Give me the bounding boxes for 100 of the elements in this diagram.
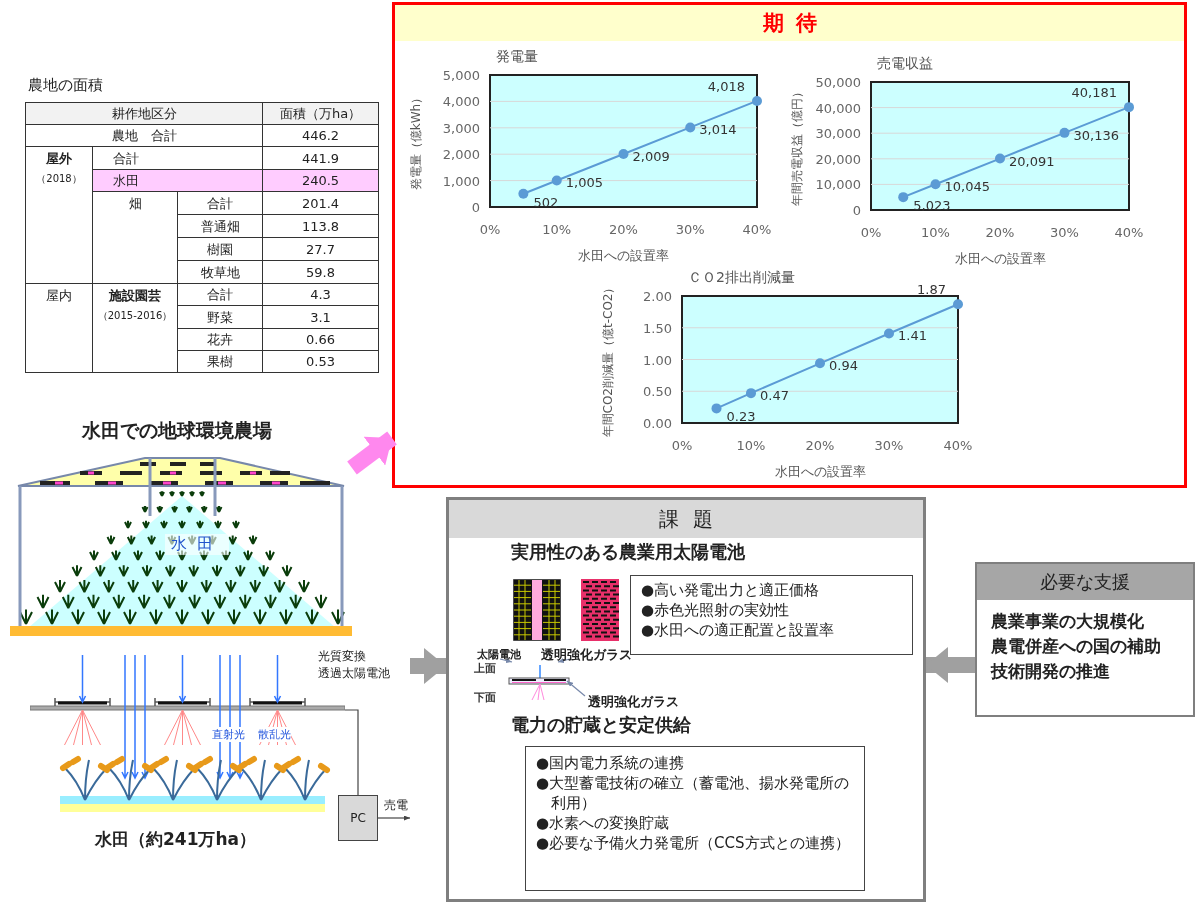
table-cell: 普通畑 — [177, 214, 262, 237]
data-label: 0.47 — [760, 388, 789, 404]
axis-tick-label: 30% — [1050, 225, 1079, 240]
axis-tick-label: 2.00 — [643, 289, 672, 304]
leader-line — [557, 658, 571, 663]
table-cell: 面積（万ha） — [262, 102, 378, 124]
table-title: 農地の面積 — [28, 76, 103, 95]
data-label: 1,005 — [565, 175, 603, 191]
year-note: （2015-2016） — [96, 309, 174, 323]
data-label: 1.87 — [917, 282, 946, 298]
table-cell: 野菜 — [177, 305, 262, 328]
support-item: 農業事業の大規模化 — [991, 610, 1144, 633]
bullet-item: ●赤色光照射の実効性 — [641, 600, 791, 620]
axis-tick-label: 1.00 — [643, 352, 672, 368]
chart-title: 発電量 — [496, 48, 538, 64]
axis-tick-label: 0.50 — [643, 384, 672, 400]
axis-tick-label: 1.50 — [643, 320, 672, 336]
block-arrow — [926, 647, 975, 683]
table-cell: 畑 — [92, 191, 177, 283]
axis-tick-label: 4,000 — [442, 94, 480, 110]
light-label: 散乱光 — [258, 727, 291, 742]
axis-title: 年間CO2削減量（億t-CO2） — [601, 281, 615, 438]
bullet-item: ●高い発電出力と適正価格 — [641, 580, 821, 600]
issues-panel — [446, 497, 926, 902]
table-cell: 240.5 — [262, 169, 378, 191]
support-panel — [975, 562, 1195, 717]
bullet-item: ●水田への適正配置と設置率 — [641, 620, 836, 640]
data-label: 502 — [533, 194, 559, 210]
axis-title: 水田への設置率 — [774, 464, 866, 479]
light-label: 直射光 — [212, 727, 245, 742]
node-label: 水田（約241万ha） — [95, 828, 257, 851]
section-heading: 電力の貯蔵と安定供給 — [511, 713, 691, 737]
illustration-title: 水田での地球環境農場 — [82, 418, 272, 443]
leader-line — [566, 680, 586, 697]
category-label: 施設園芸 — [108, 287, 162, 305]
table-cell: 農地 合計 — [25, 124, 262, 146]
table-cell: 牧草地 — [177, 260, 262, 283]
data-label: 0.94 — [829, 358, 858, 374]
bullet-item: ●大型蓄電技術の確立（蓄電池、揚水発電所の利用） — [536, 773, 851, 813]
table-cell: 果樹 — [177, 350, 262, 372]
axis-tick-label: 40% — [742, 222, 772, 237]
panel-heading: 必要な支援 — [977, 564, 1193, 600]
axis-tick-label: 2,000 — [442, 147, 480, 163]
power-conditioner-box: PC — [338, 795, 378, 841]
table-cell: 4.3 — [262, 283, 378, 305]
axis-tick-label: 20% — [805, 438, 835, 453]
panel-heading: 期待 — [395, 5, 1184, 41]
expectation-panel — [392, 2, 1187, 488]
axis-tick-label: 20% — [609, 222, 638, 237]
data-label: 0.23 — [726, 409, 756, 425]
part-label: 下面 — [474, 690, 496, 705]
axis-tick-label: 0% — [479, 222, 501, 237]
table-cell: 441.9 — [262, 146, 378, 169]
support-item: 技術開発の推進 — [991, 660, 1110, 683]
bullet-list-box — [525, 746, 865, 891]
axis-title: 年間売電収益（億円） — [790, 86, 804, 206]
axis-tick-label: 5,000 — [442, 68, 480, 83]
edge-label: 売電 — [384, 797, 408, 814]
block-arrow — [410, 648, 446, 684]
section-heading: 実用性のある農業用太陽電池 — [511, 540, 745, 564]
table-cell: 合計 — [92, 146, 262, 169]
part-label: 上面 — [474, 661, 496, 676]
part-label: 透明強化ガラス — [588, 693, 679, 711]
data-label: 30,136 — [1073, 127, 1119, 143]
table-cell: 446.2 — [262, 124, 378, 146]
data-label: 2,009 — [632, 148, 670, 164]
bullet-list-box — [630, 575, 913, 655]
table-cell: 0.53 — [262, 350, 378, 372]
bullet-item: ●必要な予備火力発電所（CCS方式との連携） — [536, 833, 851, 853]
table-cell: 113.8 — [262, 214, 378, 237]
table-cell: 屋内 — [25, 283, 92, 372]
axis-tick-label: 0 — [471, 200, 480, 215]
bullet-item: ●国内電力系統の連携 — [536, 753, 686, 773]
table-cell: 59.8 — [262, 260, 378, 283]
field-label: 水田 — [165, 534, 229, 555]
axis-tick-label: 10% — [921, 225, 950, 240]
data-label: 3,014 — [699, 122, 737, 138]
table-cell: 水田 — [92, 169, 262, 191]
arrow — [377, 815, 411, 821]
axis-tick-label: 30,000 — [815, 126, 861, 142]
axis-tick-label: 10,000 — [815, 177, 861, 193]
data-label: 10,045 — [944, 179, 990, 195]
table-cell: 27.7 — [262, 237, 378, 260]
leader-line — [499, 658, 513, 663]
support-item: 農電併産への国の補助 — [991, 635, 1161, 658]
axis-tick-label: 20,000 — [815, 151, 861, 167]
axis-tick-label: 1,000 — [442, 173, 480, 189]
table-cell: 201.4 — [262, 191, 378, 214]
table-cell: 0.66 — [262, 328, 378, 350]
chart-title: 売電収益 — [877, 55, 933, 71]
axis-tick-label: 0% — [860, 225, 882, 240]
axis-tick-label: 30% — [675, 222, 705, 237]
connector-line — [344, 709, 359, 796]
category-label: 屋外 — [45, 150, 73, 168]
axis-title: 発電量（億kWh） — [409, 91, 423, 191]
data-label: 1.41 — [898, 328, 927, 344]
year-note: （2018） — [35, 172, 83, 186]
axis-tick-label: 0% — [671, 438, 693, 453]
table-cell: 合計 — [177, 283, 262, 305]
part-label: 太陽電池 — [477, 647, 521, 662]
